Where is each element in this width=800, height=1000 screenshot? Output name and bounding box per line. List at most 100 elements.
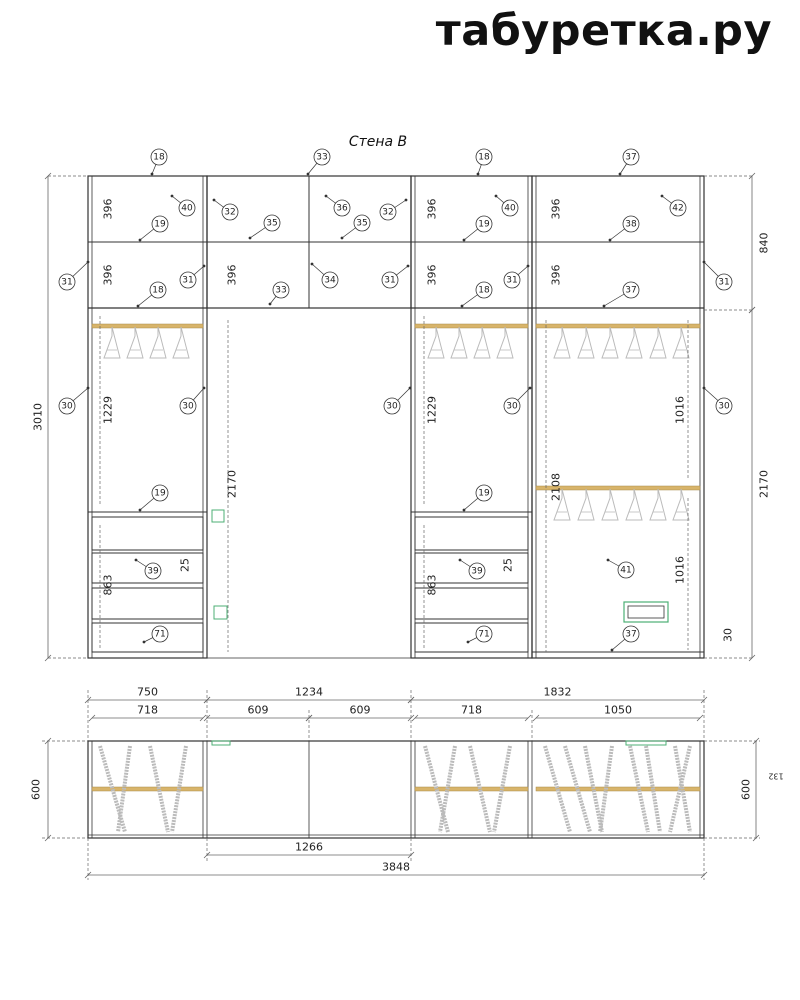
callout-number: 71 bbox=[154, 630, 165, 640]
callout-circle bbox=[179, 271, 197, 289]
handle-marker bbox=[213, 605, 228, 620]
hanger bbox=[553, 488, 571, 521]
callout-number: 19 bbox=[154, 220, 166, 230]
hanger bbox=[649, 488, 667, 521]
callout-number: 33 bbox=[316, 153, 327, 163]
dimension-label: 396 bbox=[550, 265, 563, 286]
callout-circle bbox=[221, 203, 239, 221]
dimension-label: 1050 bbox=[604, 704, 632, 717]
dimension-label: 396 bbox=[102, 199, 115, 220]
dimension-tick bbox=[748, 654, 756, 662]
callout-number: 18 bbox=[152, 286, 164, 296]
drawing-lines bbox=[87, 175, 705, 839]
plan-handle bbox=[625, 740, 667, 746]
leader-dot bbox=[610, 648, 614, 652]
leader-dot bbox=[202, 264, 206, 268]
leader-dot bbox=[324, 194, 328, 198]
callout-number: 19 bbox=[478, 220, 490, 230]
leader-dot bbox=[306, 172, 310, 176]
dimension-label: 600 bbox=[740, 779, 753, 800]
leader-dot bbox=[618, 172, 622, 176]
callout-circle bbox=[503, 271, 521, 289]
handle-marker bbox=[211, 509, 225, 523]
drawer-front bbox=[91, 622, 204, 653]
dimension-tick bbox=[199, 714, 207, 722]
dimension-tick bbox=[44, 737, 52, 745]
leader-dot bbox=[142, 640, 146, 644]
dimension-label: 1229 bbox=[426, 396, 439, 424]
leader-dot bbox=[340, 236, 344, 240]
hanger-top-view bbox=[492, 745, 512, 833]
dimension-label: 718 bbox=[137, 704, 158, 717]
callout-circle bbox=[475, 215, 493, 233]
clothes-rod bbox=[535, 786, 701, 792]
leader-dot bbox=[408, 386, 412, 390]
callout-circle bbox=[333, 199, 351, 217]
callout-number: 31 bbox=[718, 278, 729, 288]
hanger bbox=[672, 326, 690, 359]
callout-circle bbox=[313, 148, 331, 166]
hanger bbox=[450, 326, 468, 359]
callout-number: 37 bbox=[625, 286, 636, 296]
leader-dot bbox=[248, 236, 252, 240]
callout-circle bbox=[272, 281, 290, 299]
hanger bbox=[149, 326, 167, 359]
dimension-label: 1266 bbox=[295, 841, 323, 854]
callout-number: 18 bbox=[153, 153, 165, 163]
hanger-top-view bbox=[668, 745, 692, 833]
hanger-top-view bbox=[628, 745, 650, 833]
dimension-label: 1016 bbox=[674, 396, 687, 424]
leader-dot bbox=[86, 386, 90, 390]
leader-dot bbox=[458, 558, 462, 562]
leader-dot bbox=[268, 302, 272, 306]
dimension-label: 1234 bbox=[295, 686, 323, 699]
leader-dot bbox=[406, 264, 410, 268]
callout-number: 30 bbox=[386, 402, 398, 412]
leader-dot bbox=[138, 238, 142, 242]
dimension-label: 25 bbox=[502, 558, 515, 572]
callout-circle bbox=[321, 271, 339, 289]
hanger bbox=[427, 326, 445, 359]
dimension-label: 2170 bbox=[226, 470, 239, 498]
callout-circle bbox=[353, 214, 371, 232]
hanger bbox=[577, 488, 595, 521]
dimension-tick bbox=[524, 714, 532, 722]
dimension-mark: 132 bbox=[768, 772, 783, 781]
callout-circle bbox=[381, 271, 399, 289]
dimension-label: 3010 bbox=[32, 403, 45, 431]
dimension-tick bbox=[203, 696, 211, 704]
leader-dot bbox=[212, 198, 216, 202]
drawer-front bbox=[414, 552, 529, 584]
drawer-front bbox=[414, 587, 529, 620]
dimension-label: 863 bbox=[102, 575, 115, 596]
dimension-label: 396 bbox=[550, 199, 563, 220]
hanger-top-view bbox=[468, 745, 492, 833]
hanger bbox=[601, 326, 619, 359]
site-logo: табуретка.ру bbox=[435, 6, 772, 56]
callout-circle bbox=[150, 148, 168, 166]
hanger-layer bbox=[91, 323, 701, 833]
callout-circle bbox=[58, 397, 76, 415]
dimension-label: 750 bbox=[137, 686, 158, 699]
callout-circle bbox=[475, 625, 493, 643]
callout-number: 38 bbox=[625, 220, 637, 230]
hanger bbox=[126, 326, 144, 359]
drawer-front bbox=[91, 552, 204, 584]
dimension-tick bbox=[700, 871, 708, 879]
leader-dot bbox=[136, 304, 140, 308]
plan-outline bbox=[87, 740, 705, 839]
dimension-label: 30 bbox=[722, 628, 735, 642]
clothes-rod bbox=[414, 786, 529, 792]
hanger-top-view bbox=[438, 745, 457, 833]
drawer-front bbox=[414, 516, 529, 551]
dimension-label: 1016 bbox=[674, 556, 687, 584]
callout-circle bbox=[178, 199, 196, 217]
drawing-title: Стена В bbox=[349, 134, 407, 150]
clothes-rod bbox=[414, 323, 529, 329]
callout-circle bbox=[622, 215, 640, 233]
callout-circle bbox=[622, 148, 640, 166]
dimension-tick bbox=[748, 306, 756, 314]
section-a-frame bbox=[87, 175, 208, 659]
clothes-rod bbox=[535, 323, 701, 329]
